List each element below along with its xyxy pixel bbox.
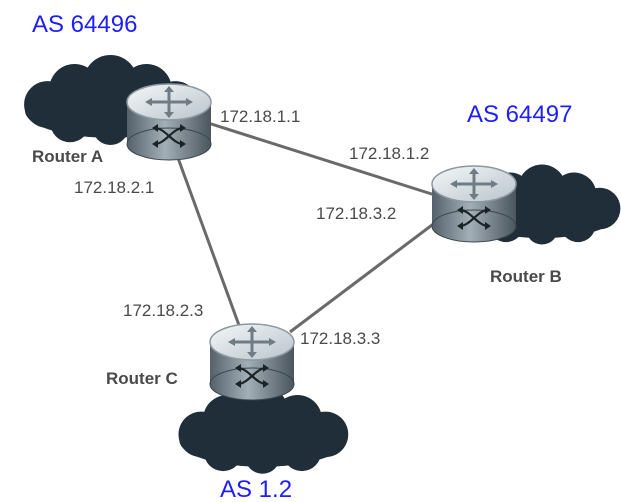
as-label-a: AS 64496 <box>32 11 137 38</box>
router-c[interactable] <box>208 322 296 402</box>
ip-c-to-b: 172.18.3.3 <box>300 329 380 348</box>
ip-c-to-a: 172.18.2.3 <box>123 301 203 320</box>
router-icon <box>208 322 296 402</box>
ip-a-to-b: 172.18.1.1 <box>220 107 300 126</box>
link-a-c <box>176 157 242 329</box>
router-a-label: Router A <box>32 147 103 166</box>
as-label-b: AS 64497 <box>467 101 572 128</box>
as-label-c: AS 1.2 <box>220 476 292 502</box>
router-a[interactable] <box>125 82 213 162</box>
router-icon <box>125 82 213 162</box>
links <box>176 120 439 334</box>
ip-b-to-a: 172.18.1.2 <box>349 144 429 163</box>
ip-b-to-c: 172.18.3.2 <box>316 204 396 223</box>
link-b-c <box>289 220 437 334</box>
ip-a-to-c: 172.18.2.1 <box>74 178 154 197</box>
router-b[interactable] <box>430 164 518 244</box>
router-c-label: Router C <box>106 369 178 388</box>
link-a-b <box>204 120 439 198</box>
router-icon <box>430 164 518 244</box>
router-b-label: Router B <box>490 267 562 286</box>
